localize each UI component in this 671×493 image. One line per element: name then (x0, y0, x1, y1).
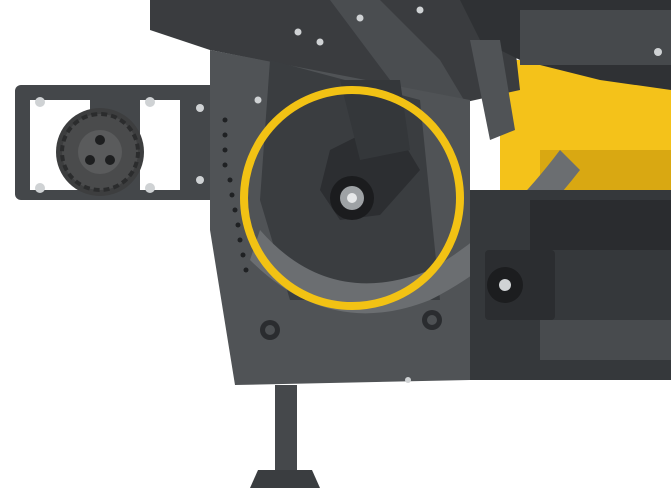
top-right-panel (520, 10, 671, 65)
small-bolts (254, 6, 662, 383)
right-mechanism-detail (530, 200, 671, 250)
highlight-circle-icon (240, 86, 464, 310)
lower-bolts (260, 310, 442, 340)
stand-foot (250, 470, 320, 488)
stand-leg (275, 385, 297, 470)
right-rail (540, 320, 671, 360)
center-bolt-icon (330, 176, 374, 220)
hole-column (222, 117, 249, 273)
left-bolts (35, 97, 204, 193)
right-motor (485, 250, 555, 320)
gear-wheel-icon (56, 108, 144, 196)
left-bracket-inner-2 (140, 100, 180, 190)
right-strut (470, 40, 515, 140)
